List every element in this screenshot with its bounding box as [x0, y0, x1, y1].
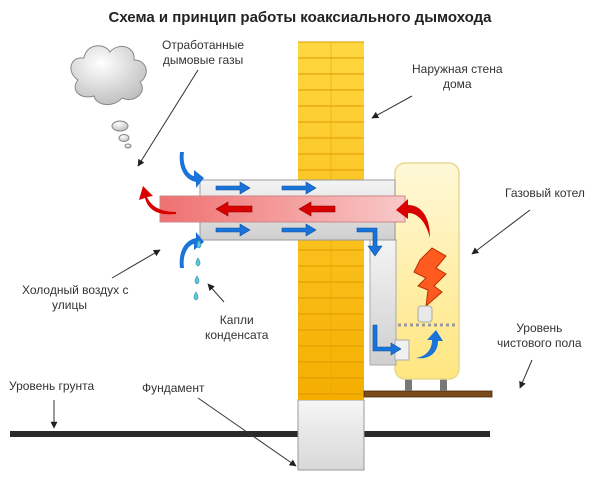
- drop-icon: [194, 275, 200, 285]
- label-gas-boiler: Газовый котел: [505, 186, 585, 200]
- drop-icon: [196, 239, 202, 249]
- foundation: [297, 399, 365, 471]
- cold-air-arrow: [281, 223, 317, 237]
- drop-icon: [193, 291, 199, 301]
- label-exhaust-gases: Отработанные дымовые газы: [162, 38, 245, 67]
- exhaust-arrow: [298, 201, 336, 217]
- condensate-drops: [193, 239, 202, 301]
- burner: [417, 305, 433, 323]
- exhaust-curve-arrow-outside: [139, 186, 176, 215]
- flame-icon: [413, 247, 447, 308]
- exhaust-curve-arrow-boiler: [396, 199, 430, 238]
- coaxial-inner-pipe: [159, 195, 406, 223]
- label-cold-air: Холодный воздух с улицы: [22, 283, 129, 312]
- smoke-cloud-icon: [70, 45, 147, 149]
- cold-air-arrow: [372, 324, 402, 356]
- exhaust-arrow: [215, 201, 253, 217]
- label-foundation: Фундамент: [142, 381, 205, 395]
- pointer-boiler: [471, 209, 531, 255]
- boiler-leg: [440, 377, 447, 391]
- pointer-floor: [519, 359, 533, 389]
- label-ground-level: Уровень грунта: [9, 379, 95, 393]
- drop-icon: [195, 257, 201, 267]
- cold-air-arrow: [215, 223, 251, 237]
- finish-floor: [363, 390, 493, 398]
- label-floor-level: Уровень чистового пола: [497, 321, 582, 350]
- cold-air-flow-arrows: [215, 181, 402, 356]
- air-curve-arrow-boiler: [416, 330, 443, 359]
- pointer-condensate: [207, 283, 225, 303]
- boiler-leg: [405, 377, 412, 391]
- exhaust-flow-arrows: [215, 201, 336, 217]
- cold-air-curve-arrow-top: [179, 152, 204, 188]
- pointer-exhaust: [137, 69, 199, 167]
- pointer-cold-air: [111, 249, 161, 279]
- pointer-wall: [371, 95, 413, 119]
- cold-air-arrow: [215, 181, 251, 195]
- cold-air-arrow: [356, 227, 383, 257]
- cold-air-arrow: [281, 181, 317, 195]
- cold-air-curve-arrow-bottom: [179, 232, 204, 268]
- label-condensate: Капли конденсата: [205, 313, 269, 342]
- diagram-title: Схема и принцип работы коаксиального дым…: [108, 9, 492, 26]
- label-outer-wall: Наружная стена дома: [412, 62, 503, 91]
- pointer-foundation: [197, 397, 297, 467]
- pointer-lines: [50, 69, 533, 467]
